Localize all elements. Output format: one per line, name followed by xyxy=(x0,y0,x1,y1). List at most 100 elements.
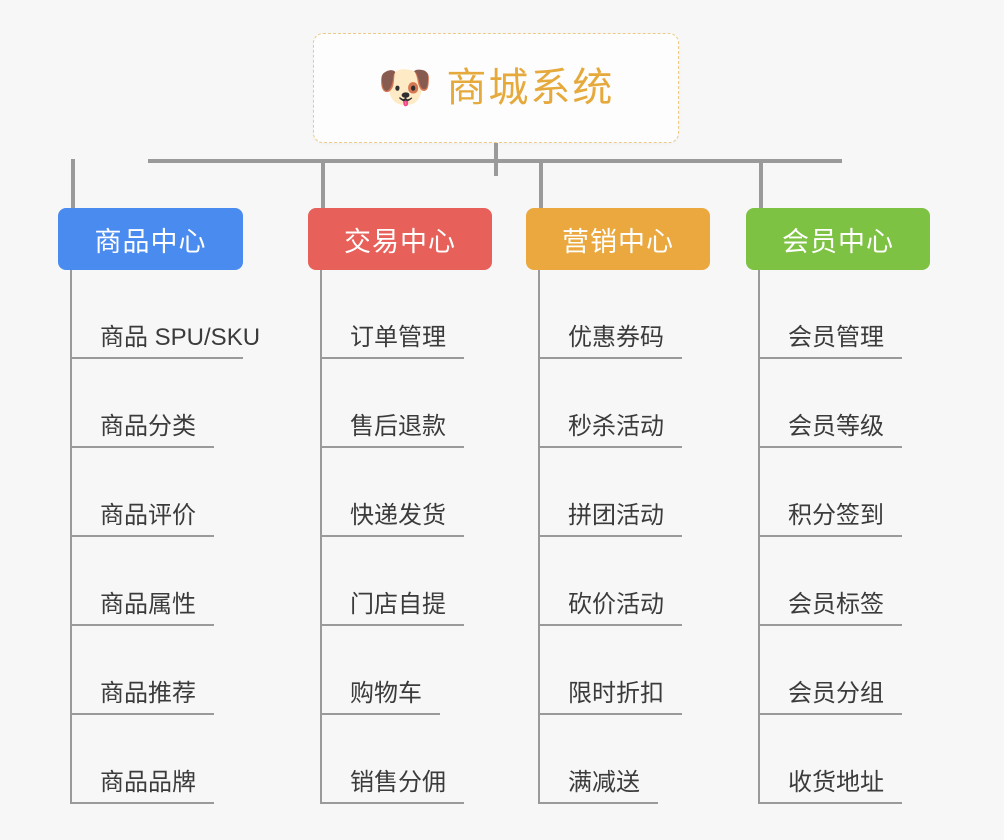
branch-title-label: 营销中心 xyxy=(562,226,674,257)
leaf-item-label: 砍价活动 xyxy=(568,590,664,618)
leaf-item[interactable]: 商品推荐 xyxy=(58,626,243,715)
leaf-item[interactable]: 订单管理 xyxy=(308,270,492,359)
leaf-list-member-center: 会员管理会员等级积分签到会员标签会员分组收货地址 xyxy=(746,270,930,804)
leaf-spine xyxy=(538,270,540,804)
connector-horizontal-bus xyxy=(148,159,842,163)
leaf-item[interactable]: 会员标签 xyxy=(746,537,930,626)
leaf-item-label: 商品属性 xyxy=(100,590,196,618)
leaf-spine xyxy=(320,270,322,804)
leaf-spine xyxy=(758,270,760,804)
leaf-underline: 会员管理 xyxy=(758,325,902,359)
leaf-underline: 砍价活动 xyxy=(538,592,682,626)
leaf-list-marketing-center: 优惠券码秒杀活动拼团活动砍价活动限时折扣满减送 xyxy=(526,270,710,804)
leaf-underline: 优惠券码 xyxy=(538,325,682,359)
leaf-item-label: 订单管理 xyxy=(350,323,446,351)
leaf-item-label: 商品推荐 xyxy=(100,679,196,707)
branch-header-trade-center[interactable]: 交易中心 xyxy=(308,208,492,270)
leaf-item-label: 购物车 xyxy=(350,679,422,707)
leaf-item[interactable]: 收货地址 xyxy=(746,715,930,804)
branch-header-marketing-center[interactable]: 营销中心 xyxy=(526,208,710,270)
branch-header-product-center[interactable]: 商品中心 xyxy=(58,208,243,270)
leaf-underline: 商品评价 xyxy=(70,503,214,537)
leaf-item-label: 满减送 xyxy=(568,768,640,796)
leaf-item-label: 积分签到 xyxy=(788,501,884,529)
leaf-underline: 限时折扣 xyxy=(538,681,682,715)
leaf-item-label: 商品品牌 xyxy=(100,768,196,796)
leaf-item[interactable]: 购物车 xyxy=(308,626,492,715)
leaf-item-label: 拼团活动 xyxy=(568,501,664,529)
leaf-item-label: 门店自提 xyxy=(350,590,446,618)
leaf-item[interactable]: 销售分佣 xyxy=(308,715,492,804)
leaf-underline: 订单管理 xyxy=(320,325,464,359)
leaf-item[interactable]: 积分签到 xyxy=(746,448,930,537)
leaf-underline: 快递发货 xyxy=(320,503,464,537)
branch-marketing-center: 营销中心优惠券码秒杀活动拼团活动砍价活动限时折扣满减送 xyxy=(526,208,710,804)
leaf-underline: 购物车 xyxy=(320,681,440,715)
leaf-item[interactable]: 砍价活动 xyxy=(526,537,710,626)
leaf-item-label: 优惠券码 xyxy=(568,323,664,351)
leaf-item-label: 售后退款 xyxy=(350,412,446,440)
branch-trade-center: 交易中心订单管理售后退款快递发货门店自提购物车销售分佣 xyxy=(308,208,492,804)
leaf-item[interactable]: 商品品牌 xyxy=(58,715,243,804)
leaf-underline: 积分签到 xyxy=(758,503,902,537)
leaf-item[interactable]: 会员管理 xyxy=(746,270,930,359)
leaf-item-label: 收货地址 xyxy=(788,768,884,796)
leaf-item[interactable]: 快递发货 xyxy=(308,448,492,537)
leaf-underline: 商品 SPU/SKU xyxy=(70,325,260,359)
leaf-item[interactable]: 秒杀活动 xyxy=(526,359,710,448)
branch-title-label: 会员中心 xyxy=(782,226,894,257)
branch-product-center: 商品中心商品 SPU/SKU 商品分类商品评价商品属性商品推荐商品品牌 xyxy=(58,208,260,804)
leaf-item[interactable]: 会员等级 xyxy=(746,359,930,448)
leaf-item-label: 商品 SPU/SKU xyxy=(100,323,261,351)
leaf-item[interactable]: 商品分类 xyxy=(58,359,243,448)
root-node[interactable]: 🐶 商城系统 xyxy=(313,33,679,143)
leaf-item-label: 会员标签 xyxy=(788,590,884,618)
root-title: 商城系统 xyxy=(446,66,615,110)
leaf-underline: 商品分类 xyxy=(70,414,214,448)
leaf-underline: 秒杀活动 xyxy=(538,414,682,448)
connector-drop-marketing-center xyxy=(539,159,543,208)
leaf-list-trade-center: 订单管理售后退款快递发货门店自提购物车销售分佣 xyxy=(308,270,492,804)
leaf-item[interactable]: 限时折扣 xyxy=(526,626,710,715)
leaf-item-label: 限时折扣 xyxy=(568,679,664,707)
leaf-underline: 销售分佣 xyxy=(320,770,464,804)
connector-drop-trade-center xyxy=(321,159,325,208)
branch-member-center: 会员中心会员管理会员等级积分签到会员标签会员分组收货地址 xyxy=(746,208,930,804)
leaf-underline: 商品属性 xyxy=(70,592,214,626)
leaf-underline: 商品品牌 xyxy=(70,770,214,804)
shiba-dog-icon: 🐶 xyxy=(377,63,433,112)
leaf-item-label: 会员分组 xyxy=(788,679,884,707)
leaf-item[interactable]: 拼团活动 xyxy=(526,448,710,537)
connector-drop-product-center xyxy=(71,159,75,208)
leaf-item-label: 会员等级 xyxy=(788,412,884,440)
leaf-underline: 门店自提 xyxy=(320,592,464,626)
leaf-item-label: 秒杀活动 xyxy=(568,412,664,440)
leaf-underline: 会员分组 xyxy=(758,681,902,715)
leaf-item[interactable]: 商品属性 xyxy=(58,537,243,626)
leaf-spine xyxy=(70,270,72,804)
leaf-underline: 收货地址 xyxy=(758,770,902,804)
leaf-underline: 拼团活动 xyxy=(538,503,682,537)
leaf-underline: 售后退款 xyxy=(320,414,464,448)
leaf-item[interactable]: 会员分组 xyxy=(746,626,930,715)
leaf-item[interactable]: 优惠券码 xyxy=(526,270,710,359)
connector-drop-member-center xyxy=(759,159,763,208)
leaf-item[interactable]: 满减送 xyxy=(526,715,710,804)
leaf-item-label: 商品评价 xyxy=(100,501,196,529)
leaf-item[interactable]: 商品评价 xyxy=(58,448,243,537)
branch-title-label: 交易中心 xyxy=(344,226,456,257)
leaf-item-label: 会员管理 xyxy=(788,323,884,351)
leaf-item[interactable]: 商品 SPU/SKU xyxy=(58,270,260,359)
leaf-item[interactable]: 门店自提 xyxy=(308,537,492,626)
leaf-underline: 会员等级 xyxy=(758,414,902,448)
leaf-item-label: 销售分佣 xyxy=(350,768,446,796)
branch-title-label: 商品中心 xyxy=(94,226,207,257)
leaf-item-label: 快递发货 xyxy=(350,501,446,529)
leaf-underline: 满减送 xyxy=(538,770,658,804)
leaf-list-product-center: 商品 SPU/SKU 商品分类商品评价商品属性商品推荐商品品牌 xyxy=(58,270,260,804)
leaf-item-label: 商品分类 xyxy=(100,412,196,440)
leaf-item[interactable]: 售后退款 xyxy=(308,359,492,448)
branch-header-member-center[interactable]: 会员中心 xyxy=(746,208,930,270)
leaf-underline: 会员标签 xyxy=(758,592,902,626)
